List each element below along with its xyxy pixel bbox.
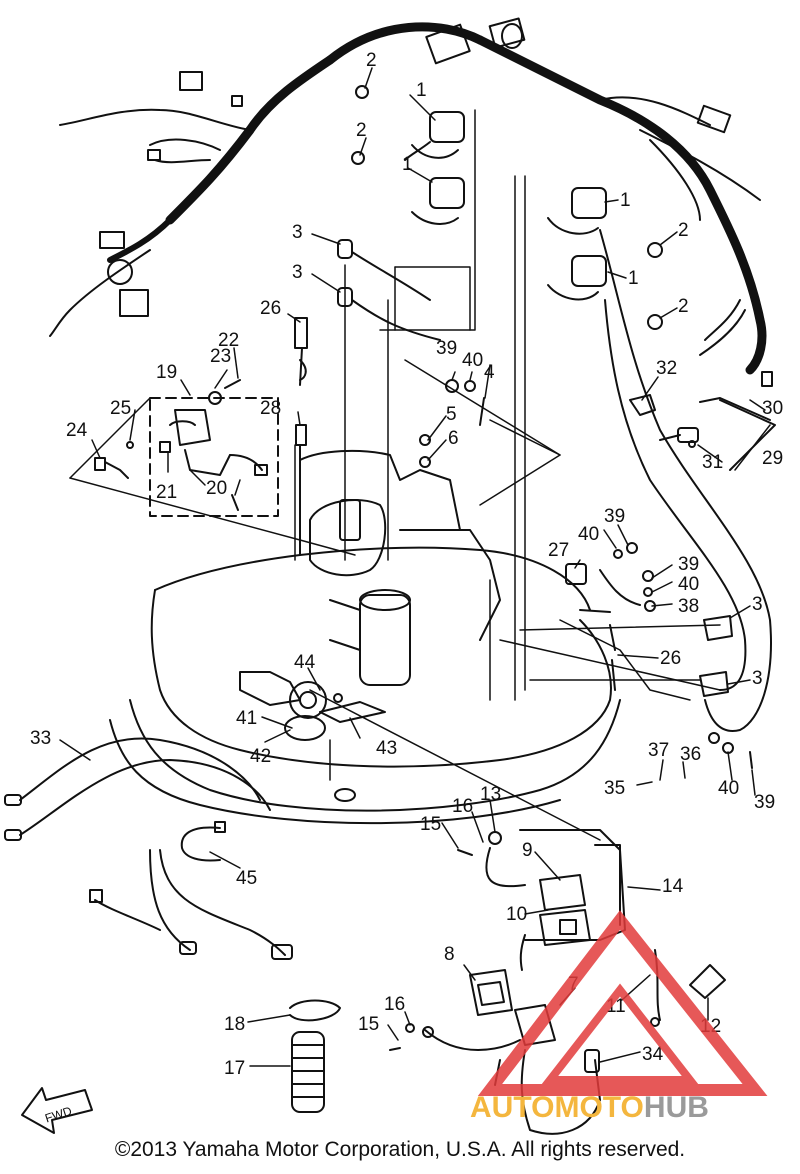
callout-2: 2 — [678, 220, 689, 241]
callout-23: 23 — [210, 346, 231, 367]
callout-25: 25 — [110, 398, 131, 419]
callout-3: 3 — [292, 222, 303, 243]
callout-16: 16 — [452, 796, 473, 817]
callout-3: 3 — [752, 594, 763, 615]
callout-1: 1 — [416, 80, 427, 101]
watermark-triangle-logo — [477, 910, 768, 1096]
callout-1: 1 — [620, 190, 631, 211]
callout-28: 28 — [260, 398, 281, 419]
callout-18: 18 — [224, 1014, 245, 1035]
electrical-box — [457, 829, 626, 971]
callout-27: 27 — [548, 540, 569, 561]
lead-wires — [294, 317, 308, 471]
tube-17-and-band-18 — [289, 999, 341, 1113]
ignition-coil-upper-1 — [404, 111, 465, 161]
ignition-coil-right-1 — [547, 187, 607, 235]
watermark-text: AUTOMOTOHUB — [470, 1092, 709, 1124]
callout-29: 29 — [762, 448, 783, 469]
callout-31: 31 — [702, 452, 723, 473]
spark-plug-caps — [337, 239, 733, 697]
callout-40: 40 — [718, 778, 739, 799]
callout-43: 43 — [376, 738, 397, 759]
callout-9: 9 — [522, 840, 533, 861]
callout-32: 32 — [656, 358, 677, 379]
callout-36: 36 — [680, 744, 701, 765]
callout-4: 4 — [484, 362, 495, 383]
reference-lines — [69, 109, 721, 841]
callout-37: 37 — [648, 740, 669, 761]
coil-screws — [351, 85, 663, 330]
callout-21: 21 — [156, 482, 177, 503]
pulser-coil-assembly — [239, 671, 386, 741]
callout-42: 42 — [250, 746, 271, 767]
callout-40: 40 — [462, 350, 483, 371]
callout-39: 39 — [436, 338, 457, 359]
callout-13: 13 — [480, 784, 501, 805]
ignition-coil-right-2 — [547, 255, 607, 301]
callout-33: 33 — [30, 728, 51, 749]
callout-22: 22 — [218, 330, 239, 351]
callout-45: 45 — [236, 868, 257, 889]
copyright-notice: ©2013 Yamaha Motor Corporation, U.S.A. A… — [114, 1138, 686, 1161]
callout-3: 3 — [752, 668, 763, 689]
callout-26: 26 — [260, 298, 281, 319]
callout-10: 10 — [506, 904, 527, 925]
callout-40: 40 — [678, 574, 699, 595]
callout-40: 40 — [578, 524, 599, 545]
right-side-connectors — [629, 371, 776, 471]
small-hardware — [419, 379, 753, 769]
callout-44: 44 — [294, 652, 316, 673]
high-tension-leads — [351, 229, 772, 732]
ignition-coil-upper-2 — [411, 177, 465, 225]
engine-block — [109, 449, 621, 825]
callout-15: 15 — [358, 1014, 379, 1035]
callout-41: 41 — [236, 708, 257, 729]
main-wire-harness — [49, 22, 767, 375]
regulator-assembly — [94, 379, 279, 517]
fwd-label: FWD — [43, 1104, 74, 1126]
callout-8: 8 — [444, 944, 455, 965]
harness-connectors — [99, 17, 732, 317]
callout-26: 26 — [660, 648, 681, 669]
callout-14: 14 — [662, 876, 684, 897]
starter-motor — [329, 589, 411, 686]
callout-39: 39 — [754, 792, 775, 813]
callout-5: 5 — [446, 404, 457, 425]
callout-3: 3 — [292, 262, 303, 283]
callout-1: 1 — [402, 154, 413, 175]
callout-34: 34 — [642, 1044, 664, 1065]
cable-clamp — [180, 821, 226, 862]
callout-35: 35 — [604, 778, 625, 799]
callout-19: 19 — [156, 362, 177, 383]
callout-1: 1 — [628, 268, 639, 289]
watermark-hub: HUB — [643, 1091, 709, 1124]
callout-30: 30 — [762, 398, 783, 419]
callout-39: 39 — [678, 554, 699, 575]
callout-6: 6 — [448, 428, 459, 449]
watermark-auto: AUTO — [470, 1091, 555, 1124]
callout-39: 39 — [604, 506, 625, 527]
battery-cables — [4, 737, 293, 960]
callout-16: 16 — [384, 994, 405, 1015]
callout-2: 2 — [366, 50, 377, 71]
forward-arrow — [21, 1087, 93, 1134]
callout-numbers: 1 1 1 1 2 2 2 2 3 3 3 3 4 5 6 7 8 9 10 1… — [30, 50, 783, 1126]
watermark-moto: MOTO — [554, 1091, 644, 1124]
callout-20: 20 — [206, 478, 227, 499]
callout-38: 38 — [678, 596, 699, 617]
callout-2: 2 — [678, 296, 689, 317]
callout-15: 15 — [420, 814, 441, 835]
callout-17: 17 — [224, 1058, 245, 1079]
callout-24: 24 — [66, 420, 88, 441]
callout-2: 2 — [356, 120, 367, 141]
